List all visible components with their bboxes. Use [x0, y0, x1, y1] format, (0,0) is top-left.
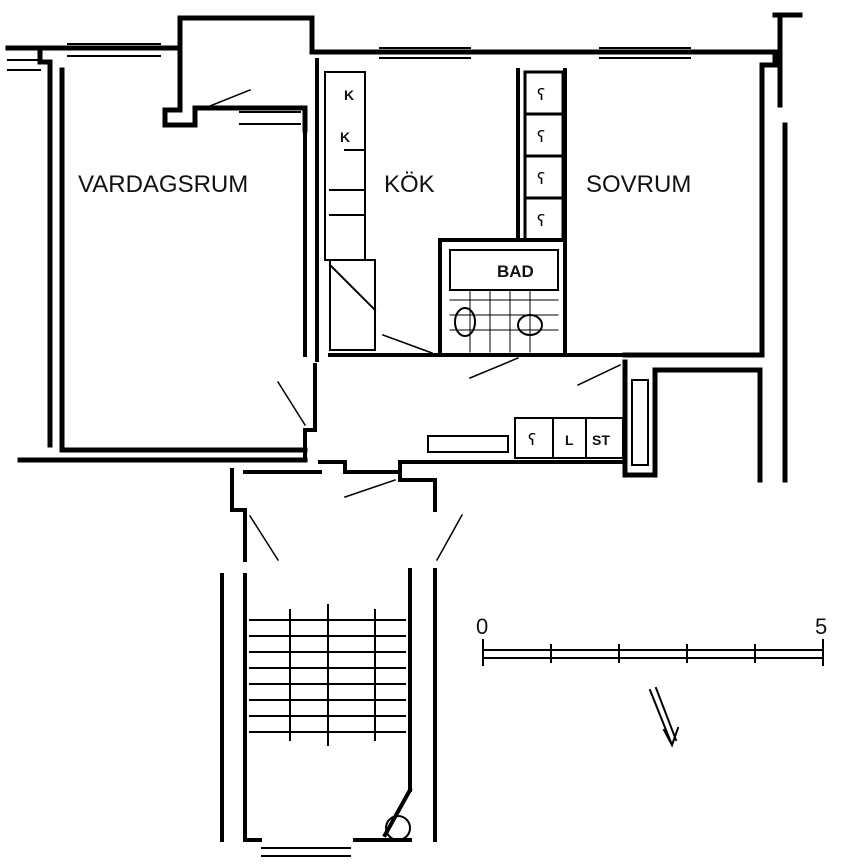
hall-closet-2: ST: [592, 432, 610, 448]
right-wall: [622, 12, 803, 483]
bedroom-wardrobes: [523, 70, 565, 242]
stairwell: [220, 568, 437, 842]
scale-bar: [482, 639, 824, 666]
scale-start-label: 0: [476, 614, 488, 639]
room-label-bedroom: SOVRUM: [586, 171, 691, 198]
scale-end-label: 5: [815, 614, 827, 639]
svg-text:ʕ: ʕ: [537, 169, 545, 188]
closet-hanger-icon: ʕ ʕ ʕ ʕ ʕ: [528, 85, 545, 449]
kitchen-unit-1: K: [344, 87, 354, 103]
room-label-kitchen: KÖK: [384, 171, 435, 198]
kitchen-counter: [324, 71, 377, 351]
svg-text:ʕ: ʕ: [537, 211, 545, 230]
kitchen-unit-2: K: [340, 129, 350, 145]
room-label-bath: BAD: [497, 262, 534, 281]
doors: [204, 89, 621, 562]
hall-closets: [427, 379, 649, 466]
stair-steps: [249, 604, 411, 857]
interior-walls: [230, 58, 627, 562]
svg-text:ʕ: ʕ: [537, 85, 545, 104]
bathroom-floor: [449, 289, 559, 353]
svg-text:ʕ: ʕ: [528, 430, 536, 449]
top-wall: [5, 15, 778, 133]
hall-closet-1: L: [565, 432, 574, 448]
top-windows: [7, 43, 691, 125]
room-label-living: VARDAGSRUM: [78, 171, 248, 198]
left-wall: [17, 45, 308, 463]
north-arrow-icon: [648, 686, 680, 748]
svg-text:ʕ: ʕ: [537, 127, 545, 146]
